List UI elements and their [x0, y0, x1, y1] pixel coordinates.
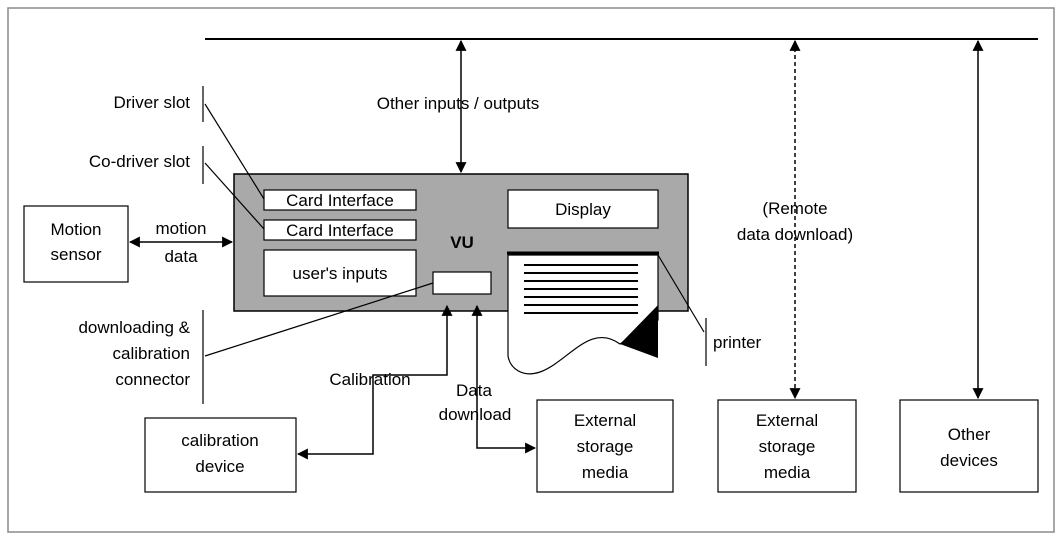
motion-sensor-label-2: sensor [50, 245, 101, 264]
diagram-frame [7, 7, 1055, 533]
external-storage-1-box [536, 399, 674, 493]
printer-leader [657, 254, 705, 333]
vu-label: VU [450, 233, 474, 252]
other-devices-label-1: Other [948, 425, 991, 444]
display-box [507, 189, 659, 229]
data-download-label-2: download [439, 405, 512, 424]
other-devices-box [899, 399, 1039, 493]
remote-download-label-2: data download) [737, 225, 853, 244]
connector-box [432, 271, 492, 295]
users-inputs-box [263, 249, 417, 297]
motion-data-label-2: data [164, 247, 198, 266]
printer-label: printer [713, 333, 762, 352]
external-storage-2-label-1: External [756, 411, 818, 430]
calibration-label: Calibration [329, 370, 410, 389]
motion-sensor-label-1: Motion [50, 220, 101, 239]
data-download-path [471, 304, 537, 454]
driver-slot-leader [204, 103, 265, 200]
codriver-slot-label: Co-driver slot [89, 152, 190, 171]
remote-download-label-1: (Remote [762, 199, 827, 218]
calibration-device-box [144, 417, 297, 493]
codriver-slot-leader [204, 162, 265, 230]
other-devices-label-2: devices [940, 451, 998, 470]
calibration-device-label-1: calibration [181, 431, 259, 450]
display-label: Display [555, 200, 611, 219]
driver-slot-label: Driver slot [113, 93, 190, 112]
external-storage-1-label-3: media [582, 463, 629, 482]
card-interface-1-label: Card Interface [286, 191, 394, 210]
card-interface-2-box [263, 219, 417, 241]
external-storage-2-box [717, 399, 857, 493]
dl-connector-label-3: connector [115, 370, 190, 389]
external-storage-1-label-1: External [574, 411, 636, 430]
data-download-label-1: Data [456, 381, 492, 400]
users-inputs-label: user's inputs [293, 264, 388, 283]
external-storage-1-label-2: storage [577, 437, 634, 456]
motion-data-label-1: motion [155, 219, 206, 238]
card-interface-2-label: Card Interface [286, 221, 394, 240]
dl-connector-label-2: calibration [113, 344, 191, 363]
external-storage-2-label-2: storage [759, 437, 816, 456]
printer-paper-icon [507, 251, 659, 375]
other-io-label: Other inputs / outputs [377, 94, 540, 113]
calibration-path [296, 304, 453, 460]
external-storage-2-label-3: media [764, 463, 811, 482]
card-interface-1-box [263, 189, 417, 211]
calibration-device-label-2: device [195, 457, 244, 476]
dl-connector-label-1: downloading & [78, 318, 190, 337]
motion-sensor-box [23, 205, 129, 283]
